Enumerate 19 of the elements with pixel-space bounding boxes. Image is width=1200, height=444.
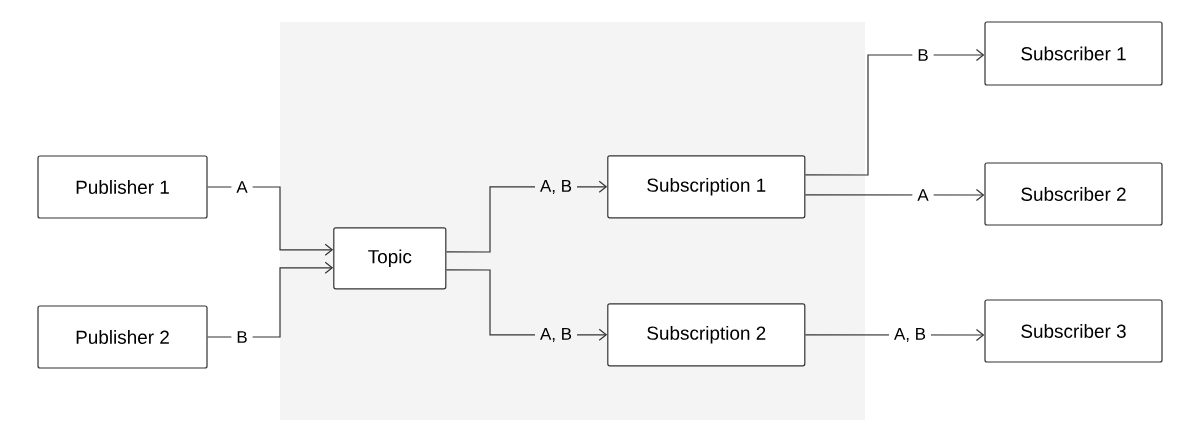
arrow [207, 186, 334, 256]
process-box: Subscriber 3 [984, 299, 1163, 363]
edge-label: A, B [535, 326, 577, 344]
arrow [804, 48, 985, 176]
arrow [207, 261, 334, 338]
process-box: Subscription 2 [607, 303, 806, 367]
edge-label: A, B [889, 326, 931, 344]
arrow [804, 188, 985, 202]
edge-label: A [912, 187, 934, 203]
process-box: Subscriber 2 [984, 162, 1163, 226]
process-box: Subscription 1 [607, 155, 806, 219]
edge-label: B [231, 329, 253, 345]
edge-label: A, B [535, 178, 577, 196]
process-box: Publisher 2 [37, 305, 208, 369]
edge-label: B [912, 47, 934, 63]
process-box: Subscriber 1 [984, 21, 1163, 86]
process-box: Topic [333, 227, 447, 290]
edge-label: A [231, 179, 253, 195]
process-box: Publisher 1 [37, 155, 208, 219]
